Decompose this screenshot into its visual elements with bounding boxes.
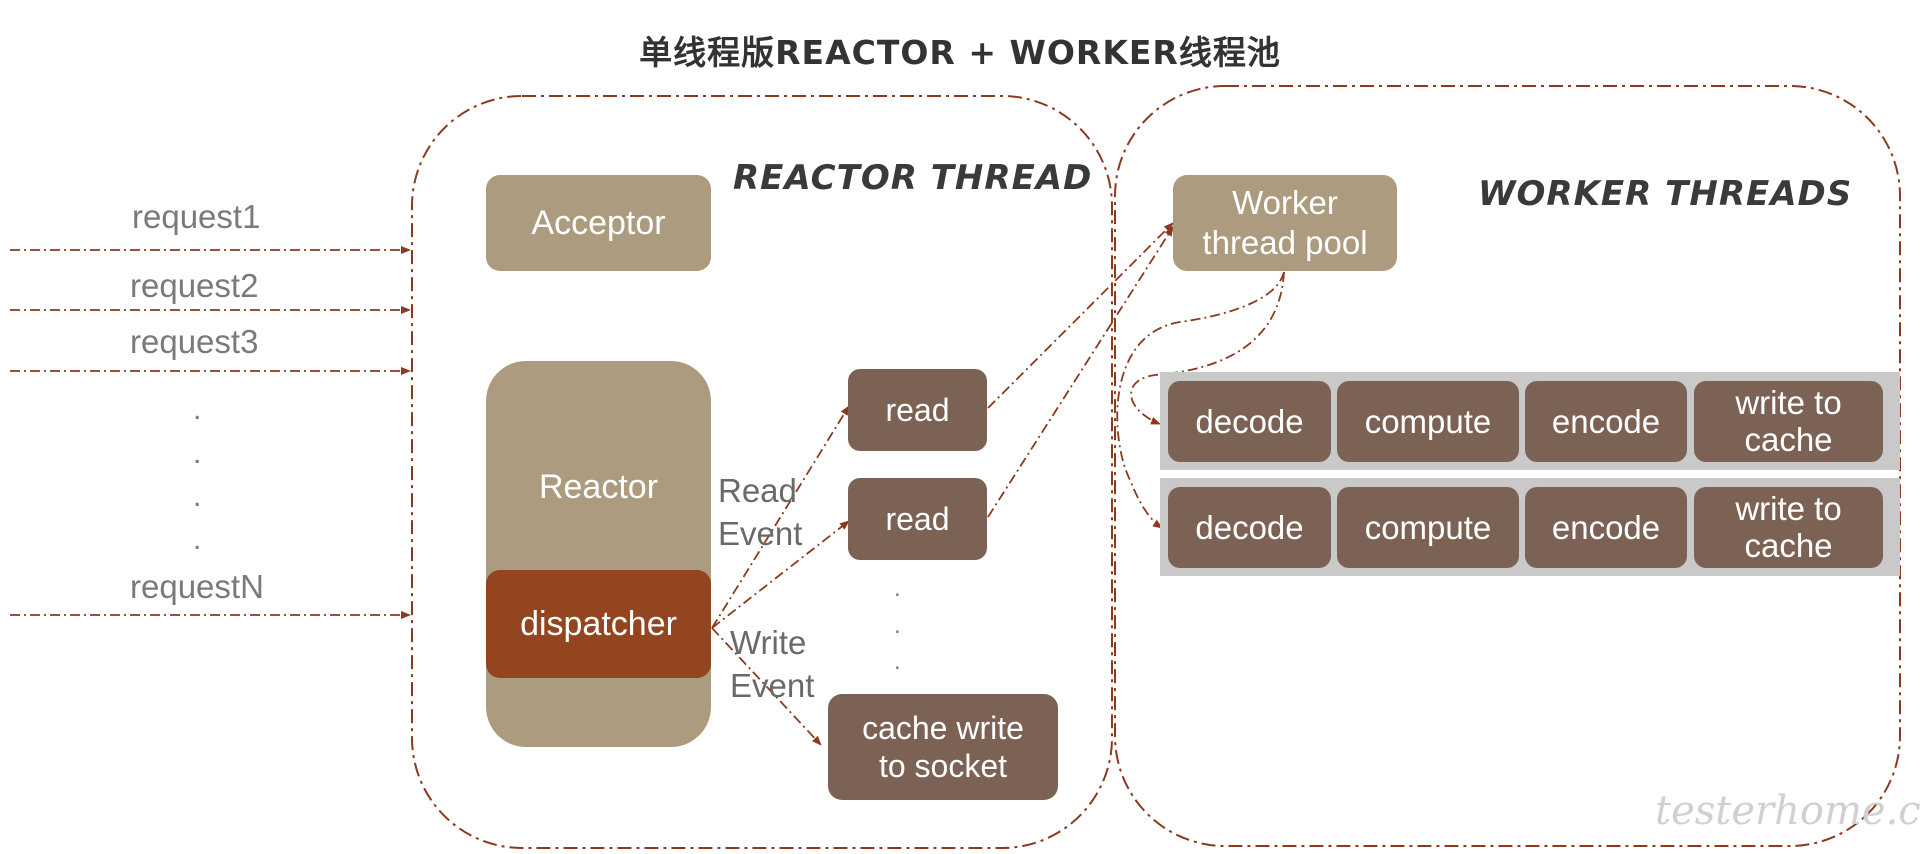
decode-box: decode <box>1168 487 1331 568</box>
read2-pool-arrow <box>987 226 1174 518</box>
decode-box: decode <box>1168 381 1331 462</box>
ellipsis-dot: . <box>193 523 202 556</box>
reactor-thread-title: REACTOR THREAD <box>733 158 1093 198</box>
compute-box: compute <box>1337 381 1519 462</box>
pool-row1-arrow <box>1130 271 1285 425</box>
encode-box: encode <box>1525 381 1687 462</box>
requestN-label: requestN <box>130 568 264 605</box>
read-event-line1: Read <box>718 472 797 509</box>
request3-label: request3 <box>130 323 259 360</box>
cache-write-line2: to socket <box>878 748 1008 784</box>
write-to-cache-box: write to cache <box>1694 487 1883 568</box>
reactor-box: Reactor <box>486 361 711 747</box>
ellipsis-dot: . <box>193 393 202 426</box>
ellipsis-dot: . <box>193 437 202 470</box>
read-box: read <box>848 369 987 451</box>
encode-box: encode <box>1525 487 1687 568</box>
reactor-thread-container <box>411 95 1113 849</box>
request1-label: request1 <box>132 198 261 235</box>
read1-pool-arrow <box>987 222 1174 409</box>
write-event-line1: Write <box>730 624 807 661</box>
dispatch-write-arrow <box>711 627 822 746</box>
ellipsis-dot: . <box>894 648 901 675</box>
worker-thread-pool-box: Worker thread pool <box>1173 175 1397 271</box>
pool-line1: Worker <box>1232 184 1338 222</box>
write-line2: cache <box>1744 526 1833 564</box>
ellipsis-dot: . <box>894 612 901 639</box>
read-event-label: Read Event <box>718 470 802 556</box>
write-line2: cache <box>1744 420 1833 458</box>
dispatch-read2-arrow <box>711 520 850 629</box>
dispatch-read1-arrow <box>711 405 850 629</box>
worker-threads-title: WORKER THREADS <box>1478 174 1853 214</box>
compute-box: compute <box>1337 487 1519 568</box>
watermark: testerhome.com <box>1655 788 1920 834</box>
diagram-title: 单线程版REACTOR + WORKER线程池 <box>639 33 1281 72</box>
write-line1: write to <box>1735 490 1842 528</box>
cache-write-box: cache write to socket <box>828 694 1058 800</box>
pool-line2: thread pool <box>1202 224 1368 261</box>
write-event-line2: Event <box>730 666 815 704</box>
acceptor-box: Acceptor <box>486 175 711 271</box>
read-event-line2: Event <box>718 514 803 552</box>
request2-label: request2 <box>130 267 259 304</box>
ellipsis-dot: . <box>193 480 202 513</box>
worker-threads-container <box>1114 85 1901 847</box>
read-box: read <box>848 478 987 560</box>
write-to-cache-box: write to cache <box>1694 381 1883 462</box>
dispatcher-box: dispatcher <box>486 570 711 678</box>
cache-write-line1: cache write <box>862 709 1024 746</box>
write-event-label: Write Event <box>730 622 814 708</box>
ellipsis-dot: . <box>894 575 901 602</box>
reactor-label: Reactor <box>538 468 659 506</box>
pool-row2-arrow <box>1116 271 1285 529</box>
write-line1: write to <box>1735 384 1842 422</box>
